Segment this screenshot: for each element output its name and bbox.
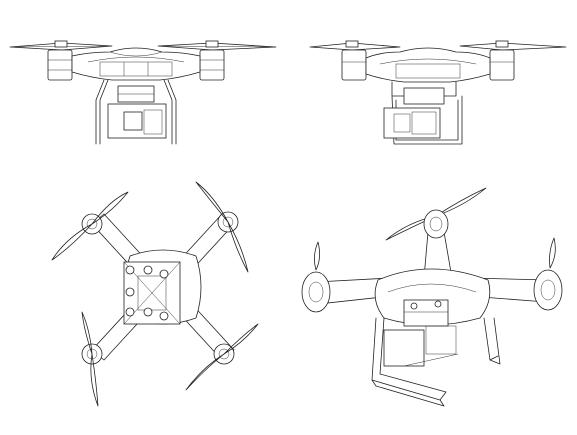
persp-motor-left xyxy=(301,271,331,313)
persp-propeller-left xyxy=(314,241,320,271)
persp-camera xyxy=(383,329,425,367)
drone-top-view-icon xyxy=(51,181,259,407)
persp-propeller-front xyxy=(385,187,487,241)
front-left-propeller xyxy=(9,40,113,51)
top-propeller-se xyxy=(185,323,259,391)
top-propeller-sw xyxy=(81,311,99,407)
persp-gimbal xyxy=(403,299,449,327)
side-right-motor xyxy=(489,49,515,81)
side-right-propeller xyxy=(459,40,567,51)
drone-perspective-view-icon xyxy=(301,187,563,407)
front-left-motor xyxy=(47,49,73,81)
side-body xyxy=(365,47,491,83)
persp-motor-front xyxy=(423,209,449,239)
front-right-propeller xyxy=(157,40,277,51)
persp-motor-right xyxy=(533,269,563,311)
side-left-motor xyxy=(341,49,367,81)
side-gimbal xyxy=(403,87,445,105)
top-propeller-ne xyxy=(195,181,249,273)
drone-side-view-icon xyxy=(309,40,567,145)
drone-front-view-icon xyxy=(9,40,277,145)
top-propeller-nw xyxy=(51,191,129,261)
front-right-motor xyxy=(199,49,225,81)
persp-propeller-right xyxy=(549,237,556,269)
side-left-propeller xyxy=(309,40,401,51)
front-landing-gear-left xyxy=(95,79,109,145)
front-body xyxy=(71,47,201,81)
front-landing-gear-right xyxy=(163,79,177,145)
persp-landing-frame xyxy=(371,317,501,407)
